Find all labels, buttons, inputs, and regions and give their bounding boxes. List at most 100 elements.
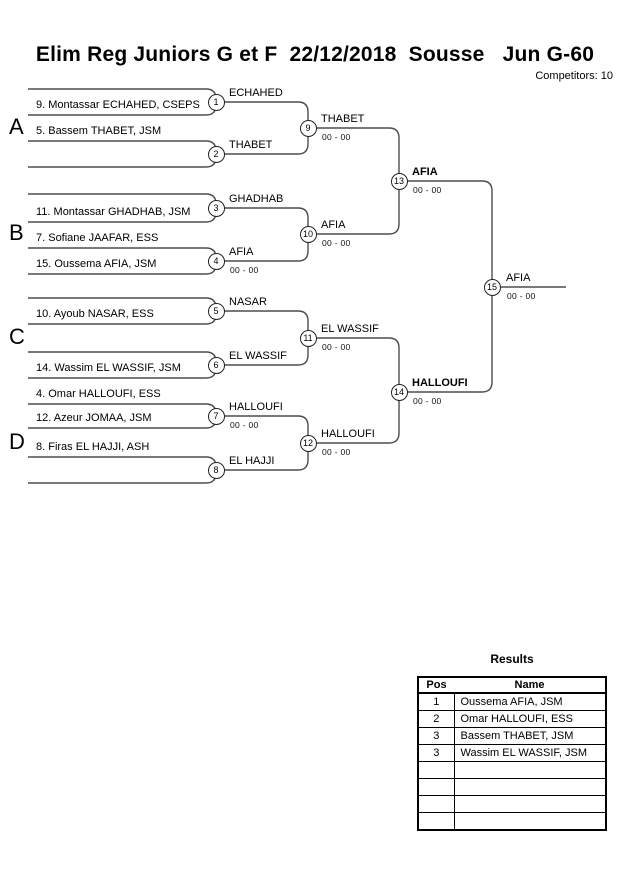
connector-m12-m14 [308,392,400,444]
result-pos [417,795,455,813]
match-score-12: 00 - 00 [322,447,351,457]
match-winner-13: AFIA [412,166,438,178]
section-letter-b: B [9,220,24,245]
result-pos [417,778,455,796]
result-row-empty [417,812,607,831]
match-winner-4: AFIA [229,246,254,258]
slot-line-d4 [28,470,217,484]
match-score-13: 00 - 00 [413,185,442,195]
match-winner-1: ECHAHED [229,87,283,99]
slot-line-d3 [28,456,217,470]
match-circle-6: 6 [207,356,225,374]
match-score-9: 00 - 00 [322,132,351,142]
result-name: Omar HALLOUFI, ESS [453,710,607,728]
section-letter-c: C [9,324,25,349]
match-score-7: 00 - 00 [230,420,259,430]
match-score-4: 00 - 00 [230,265,259,275]
result-row-empty [417,778,607,796]
match-winner-8: EL HAJJI [229,455,275,467]
result-row: 2 Omar HALLOUFI, ESS [417,710,607,728]
match-winner-2: THABET [229,139,273,151]
match-circle-3: 3 [207,199,225,217]
match-circle-4: 4 [207,252,225,270]
result-pos: 1 [417,692,455,711]
result-name [453,761,607,779]
connector-m8-m12 [216,443,309,471]
match-winner-5: NASAR [229,296,267,308]
match-winner-15: AFIA [506,272,531,284]
entrant-afia: 15. Oussema AFIA, JSM [36,258,157,270]
connector-m5-m11 [216,310,309,338]
entrant-halloufi: 4. Omar HALLOUFI, ESS [36,388,161,400]
match-circle-7: 7 [207,407,225,425]
slot-line-a3 [28,140,217,154]
match-circle-10: 10 [299,225,317,243]
match-score-14: 00 - 00 [413,396,442,406]
result-row-empty [417,795,607,813]
result-name: Bassem THABET, JSM [453,727,607,745]
match-circle-11: 11 [299,329,317,347]
match-score-15: 00 - 00 [507,291,536,301]
connector-m10-m13 [308,181,400,235]
result-row: 1 Oussema AFIA, JSM [417,692,607,711]
result-pos: 3 [417,744,455,762]
result-row-empty [417,761,607,779]
results-table: Pos Name 1 Oussema AFIA, JSM 2 Omar HALL… [417,676,607,831]
match-score-11: 00 - 00 [322,342,351,352]
competitors-count: Competitors: 10 [535,70,613,82]
match-circle-13: 13 [390,172,408,190]
result-row: 3 Wassim EL WASSIF, JSM [417,744,607,762]
bracket-lines [28,88,566,484]
result-row: 3 Bassem THABET, JSM [417,727,607,745]
connector-m4-m10 [216,234,309,262]
entrant-jaafar: 7. Sofiane JAAFAR, ESS [36,232,159,244]
connector-m3-m10 [216,207,309,234]
result-pos [417,761,455,779]
match-circle-1: 1 [207,93,225,111]
match-winner-6: EL WASSIF [229,350,287,362]
result-name [453,795,607,813]
connector-m13-m15 [399,180,493,287]
results-header-row: Pos Name [418,677,606,694]
connector-m11-m14 [308,337,400,392]
section-letter-a: A [9,114,24,139]
connector-m9-m13 [308,127,400,181]
match-winner-9: THABET [321,113,365,125]
connector-m6-m11 [216,338,309,366]
result-name: Wassim EL WASSIF, JSM [453,744,607,762]
match-circle-12: 12 [299,434,317,452]
connector-m14-m15 [399,287,493,393]
results-col-pos: Pos [418,677,454,694]
connector-m1-m9 [216,101,309,128]
match-circle-5: 5 [207,302,225,320]
slot-line-a4 [28,154,217,168]
match-winner-7: HALLOUFI [229,401,283,413]
page-title: Elim Reg Juniors G et F 22/12/2018 Souss… [35,43,595,66]
entrant-elwassif: 14. Wassim EL WASSIF, JSM [36,362,181,374]
connector-m7-m12 [216,415,309,443]
result-name [453,812,607,831]
match-circle-9: 9 [299,119,317,137]
match-winner-14: HALLOUFI [412,377,468,389]
entrant-nasar: 10. Ayoub NASAR, ESS [36,308,154,320]
match-winner-11: EL WASSIF [321,323,379,335]
match-circle-8: 8 [207,461,225,479]
match-winner-3: GHADHAB [229,193,284,205]
result-name [453,778,607,796]
results-title: Results [490,652,534,666]
result-pos: 2 [417,710,455,728]
entrant-jomaa: 12. Azeur JOMAA, JSM [36,412,152,424]
entrant-thabet: 5. Bassem THABET, JSM [36,125,162,137]
entrant-ghadhab: 11. Montassar GHADHAB, JSM [36,206,191,218]
match-circle-2: 2 [207,145,225,163]
match-score-10: 00 - 00 [322,238,351,248]
match-winner-10: AFIA [321,219,346,231]
match-circle-15: 15 [483,278,501,296]
entrant-echahed: 9. Montassar ECHAHED, CSEPS [36,99,200,111]
section-letter-d: D [9,429,25,454]
match-circle-14: 14 [390,383,408,401]
result-name: Oussema AFIA, JSM [453,692,607,711]
results-col-name: Name [454,677,606,694]
match-winner-12: HALLOUFI [321,428,375,440]
